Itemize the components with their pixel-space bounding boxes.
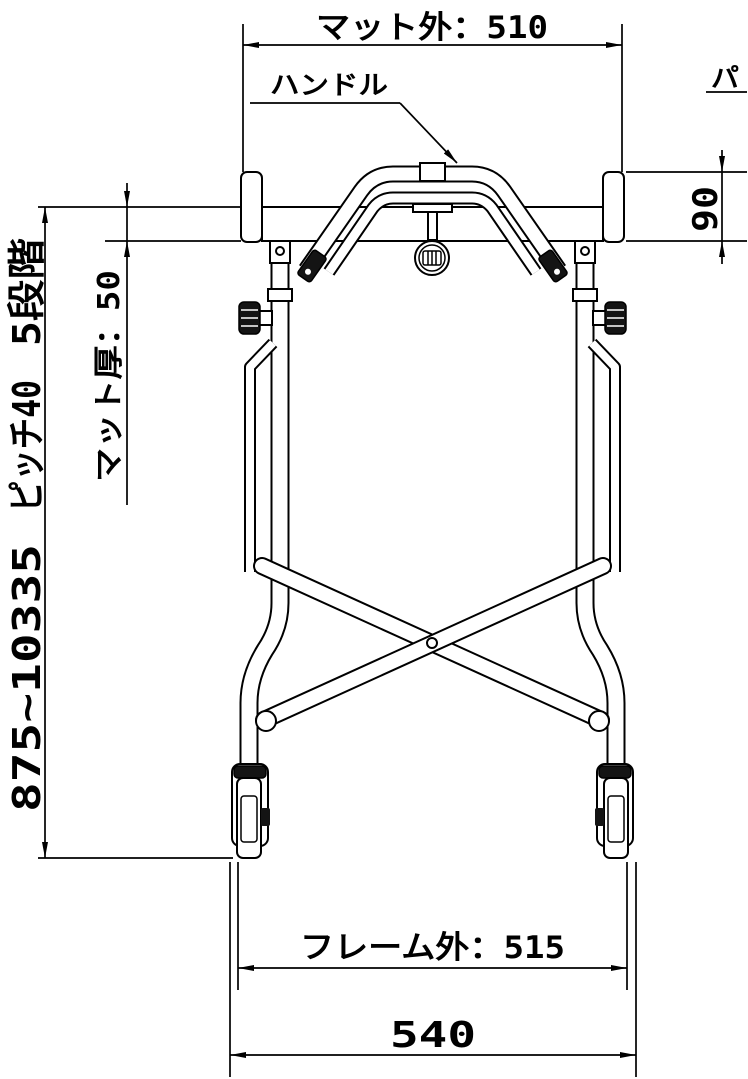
right-end-pad <box>602 171 625 243</box>
mat-outer-label: マット外：510 <box>316 10 548 46</box>
pad-callout-partial: パ <box>706 64 747 94</box>
leader-line <box>399 102 458 164</box>
handle-center-clamp <box>419 162 446 182</box>
left-joint-pin <box>275 246 285 256</box>
frame-outer-label: フレーム外：515 <box>300 930 565 966</box>
handle-height-label: 90 <box>686 186 726 232</box>
right-adjust-knob <box>592 301 627 335</box>
handle-inner-tube <box>323 191 542 276</box>
overall-width-dimension: 540 <box>229 862 637 1077</box>
right-side-brace <box>587 338 621 572</box>
left-handle-bracket <box>297 249 327 283</box>
left-adjust-knob <box>238 301 273 335</box>
right-brace-end-pin <box>588 710 610 732</box>
right-joint-pin <box>580 246 590 256</box>
right-height-collar <box>572 288 598 302</box>
right-frame-tube <box>575 262 626 768</box>
center-t-bar <box>412 203 453 213</box>
walker <box>231 162 634 859</box>
left-frame-tube <box>239 262 290 768</box>
height-range-label: 875~10335 <box>5 544 49 812</box>
handle-height-dimension: 90 <box>626 150 747 264</box>
overall-width-label: 540 <box>390 1015 476 1056</box>
mat-thickness-label: マット厚：50 <box>92 270 127 482</box>
left-side-brace <box>244 338 278 572</box>
cross-pivot <box>426 637 438 649</box>
frame-outer-dimension: フレーム外：515 <box>237 862 628 990</box>
handle-label: ハンドル <box>270 71 388 101</box>
right-handle-bracket <box>538 249 568 283</box>
center-t-stem <box>427 211 438 241</box>
height-pitch-label: ピッチ40 <box>5 380 49 512</box>
handle-callout: ハンドル <box>250 71 458 164</box>
left-height-collar <box>267 288 293 302</box>
height-steps-label: 5段階 <box>5 238 49 346</box>
seat-height-dimension: 875~10335 ピッチ40 5段階 <box>5 206 241 859</box>
left-caster <box>231 763 270 859</box>
left-brace-end-pin <box>255 710 277 732</box>
right-caster <box>595 763 634 859</box>
mat-outer-dimension: マット外：510 <box>242 10 623 172</box>
pad-label-partial: パ <box>711 64 739 94</box>
left-end-pad <box>240 171 263 243</box>
mat-thickness-dimension: マット厚：50 <box>92 183 241 505</box>
center-lock-knob-icon <box>414 240 450 276</box>
